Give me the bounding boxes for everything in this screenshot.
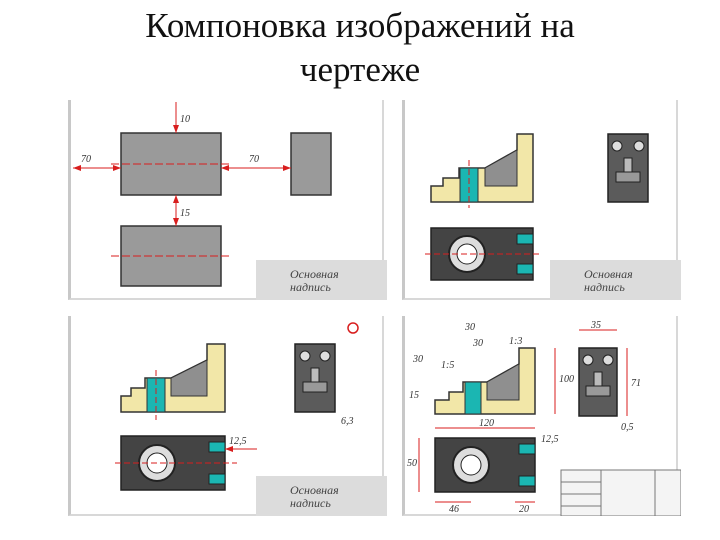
dim-label-11: 46	[449, 504, 459, 515]
title-block-3-line2: надпись	[290, 496, 331, 510]
title-line-2: чертеже	[299, 50, 421, 89]
panel-views-roughness: 12,5 6,3 Основная надпись	[68, 316, 387, 516]
dim-a-label: 12,5	[229, 436, 247, 447]
panel-views: Основная надпись	[402, 100, 681, 300]
panel-full-drawing: 30 30 1:3 1:5 100 15 30 120 12,5 50 46 2…	[402, 316, 681, 516]
dim-label-4: 1:5	[441, 360, 454, 371]
dim-label-8: 120	[479, 418, 494, 429]
views-roughness-drawing: 12,5 6,3	[115, 322, 359, 491]
title-block-1-line1: Основная	[290, 267, 339, 281]
roughness-label: 6,3	[341, 416, 354, 427]
dim-gap-label: 15	[180, 208, 190, 219]
full-drawing: 30 30 1:3 1:5 100 15 30 120 12,5 50 46 2…	[407, 320, 681, 516]
dim-label-7: 30	[412, 354, 423, 365]
layout-blocks-drawing: 70 70 10 15	[73, 102, 332, 287]
title-block-1-line2: надпись	[290, 280, 331, 294]
dim-label-12: 20	[519, 504, 529, 515]
dim-label-6: 15	[409, 390, 419, 401]
dim-label-5: 100	[559, 374, 574, 385]
dim-label-14: 71	[631, 378, 641, 389]
dim-label-3: 1:3	[509, 336, 522, 347]
dim-label-15: 0,5	[621, 422, 634, 433]
dim-mid-label: 70	[249, 154, 259, 165]
title-line-1: Компоновка изображений на	[145, 6, 575, 45]
title-block-3: Основная надпись	[256, 476, 387, 516]
dim-label-10: 50	[407, 458, 417, 469]
side-view-block	[290, 132, 332, 196]
front-section-4	[434, 347, 536, 415]
slide-title: Компоновка изображений на чертеже	[0, 4, 720, 92]
title-block-3-line1: Основная	[290, 483, 339, 497]
dim-left-label: 70	[81, 154, 91, 165]
title-block-2: Основная надпись	[550, 260, 681, 300]
front-section	[430, 133, 534, 203]
dim-label-13: 35	[590, 320, 601, 331]
dim-top-label: 10	[180, 114, 190, 125]
title-block-1: Основная надпись	[256, 260, 387, 300]
panel-layout-blocks: 70 70 10 15 Основная надпись	[68, 100, 387, 300]
dim-label-9: 12,5	[541, 434, 559, 445]
dim-label-1: 30	[464, 322, 475, 333]
title-block-grid	[560, 469, 681, 516]
title-block-2-line1: Основная	[584, 267, 633, 281]
dim-label-2: 30	[472, 338, 483, 349]
title-block-2-line2: надпись	[584, 280, 625, 294]
views-drawing	[425, 133, 649, 281]
